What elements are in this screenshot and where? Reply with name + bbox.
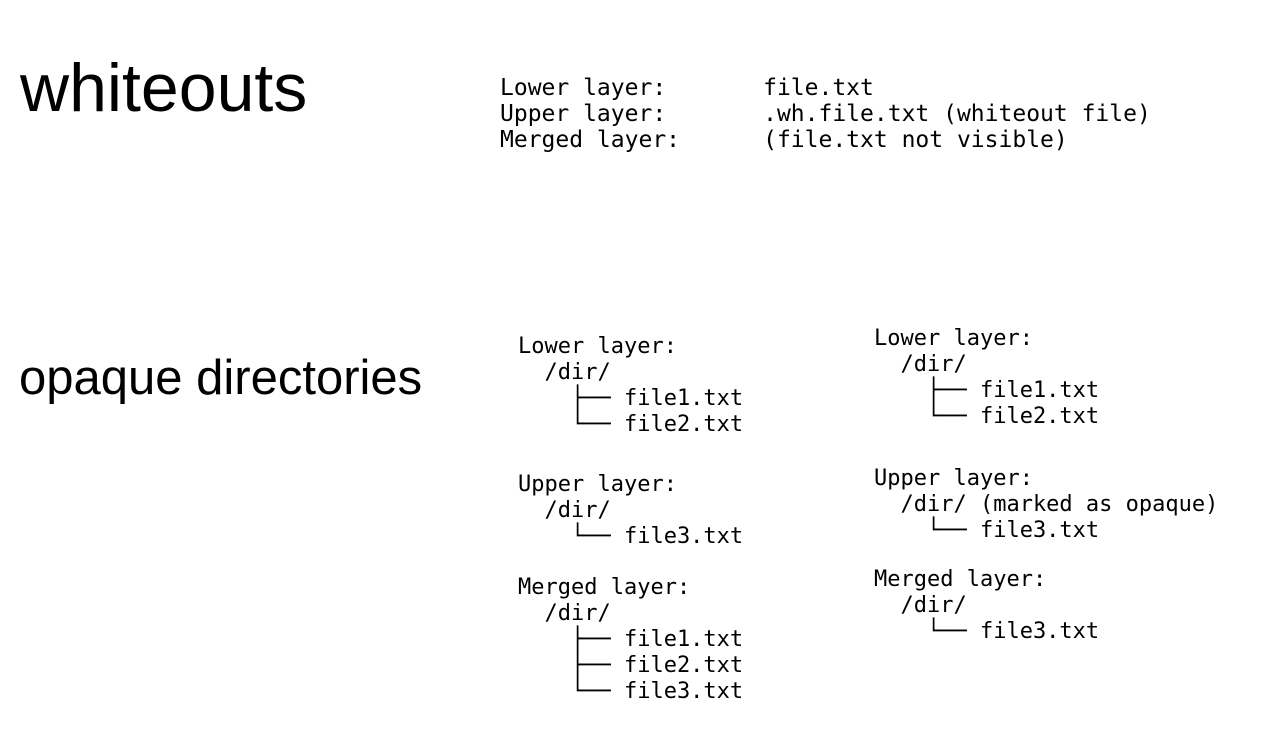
tree-without-opaque-lower-layer: Lower layer: /dir/ ├── file1.txt └── fil… xyxy=(518,334,744,437)
tree-with-opaque-upper-layer: Upper layer: /dir/ (marked as opaque) └─… xyxy=(874,466,1219,543)
tree-without-opaque-upper-layer: Upper layer: /dir/ └── file3.txt xyxy=(518,472,744,549)
section-title-whiteouts: whiteouts xyxy=(20,50,308,126)
tree-with-opaque-lower-layer: Lower layer: /dir/ ├── file1.txt └── fil… xyxy=(874,326,1100,429)
tree-with-opaque-merged-layer: Merged layer: /dir/ └── file3.txt xyxy=(874,567,1100,644)
whiteout-layers-listing: Lower layer: file.txt Upper layer: .wh.f… xyxy=(500,75,1151,153)
section-title-opaque-directories: opaque directories xyxy=(19,351,423,405)
tree-without-opaque-merged-layer: Merged layer: /dir/ ├── file1.txt ├── fi… xyxy=(518,575,744,704)
